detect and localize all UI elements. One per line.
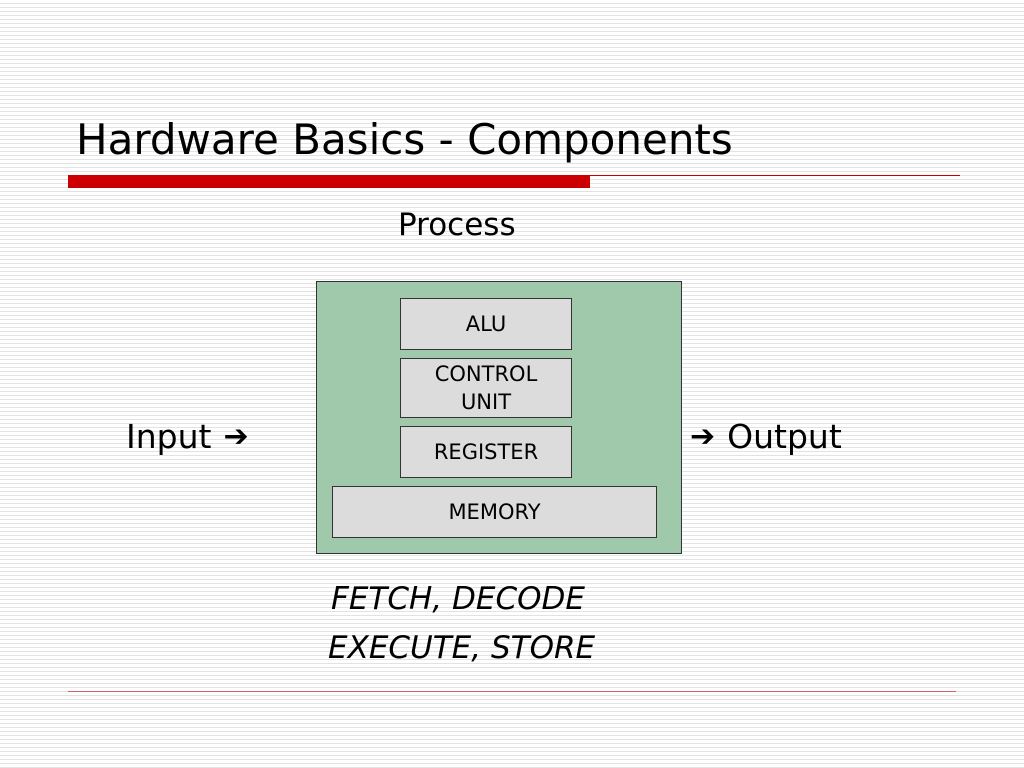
input-group: Input ➔ (126, 416, 249, 458)
title-underline-thick (68, 175, 590, 188)
cycle-line-fetch-decode: FETCH, DECODE (331, 581, 585, 617)
memory-label: MEMORY (448, 500, 541, 524)
alu-box: ALU (400, 298, 572, 350)
output-label: Output (727, 417, 842, 456)
memory-box: MEMORY (332, 486, 657, 538)
control-unit-label-line1: CONTROL (434, 362, 538, 386)
arrow-right-icon: ➔ (223, 419, 249, 454)
register-label: REGISTER (433, 440, 539, 464)
process-label: Process (398, 207, 516, 243)
control-unit-label: CONTROL UNIT (435, 360, 538, 416)
control-unit-label-line2: UNIT (460, 390, 512, 414)
control-unit-box: CONTROL UNIT (400, 358, 572, 418)
footer-divider (68, 691, 956, 692)
title-underline-thin (590, 175, 960, 176)
cycle-line-execute-store: EXECUTE, STORE (328, 630, 596, 666)
arrow-right-icon: ➔ (690, 419, 716, 454)
input-label: Input (126, 417, 212, 456)
slide-title: Hardware Basics - Components (76, 115, 733, 164)
output-group: ➔ Output (690, 416, 842, 458)
register-box: REGISTER (400, 426, 572, 478)
alu-label: ALU (465, 312, 507, 336)
